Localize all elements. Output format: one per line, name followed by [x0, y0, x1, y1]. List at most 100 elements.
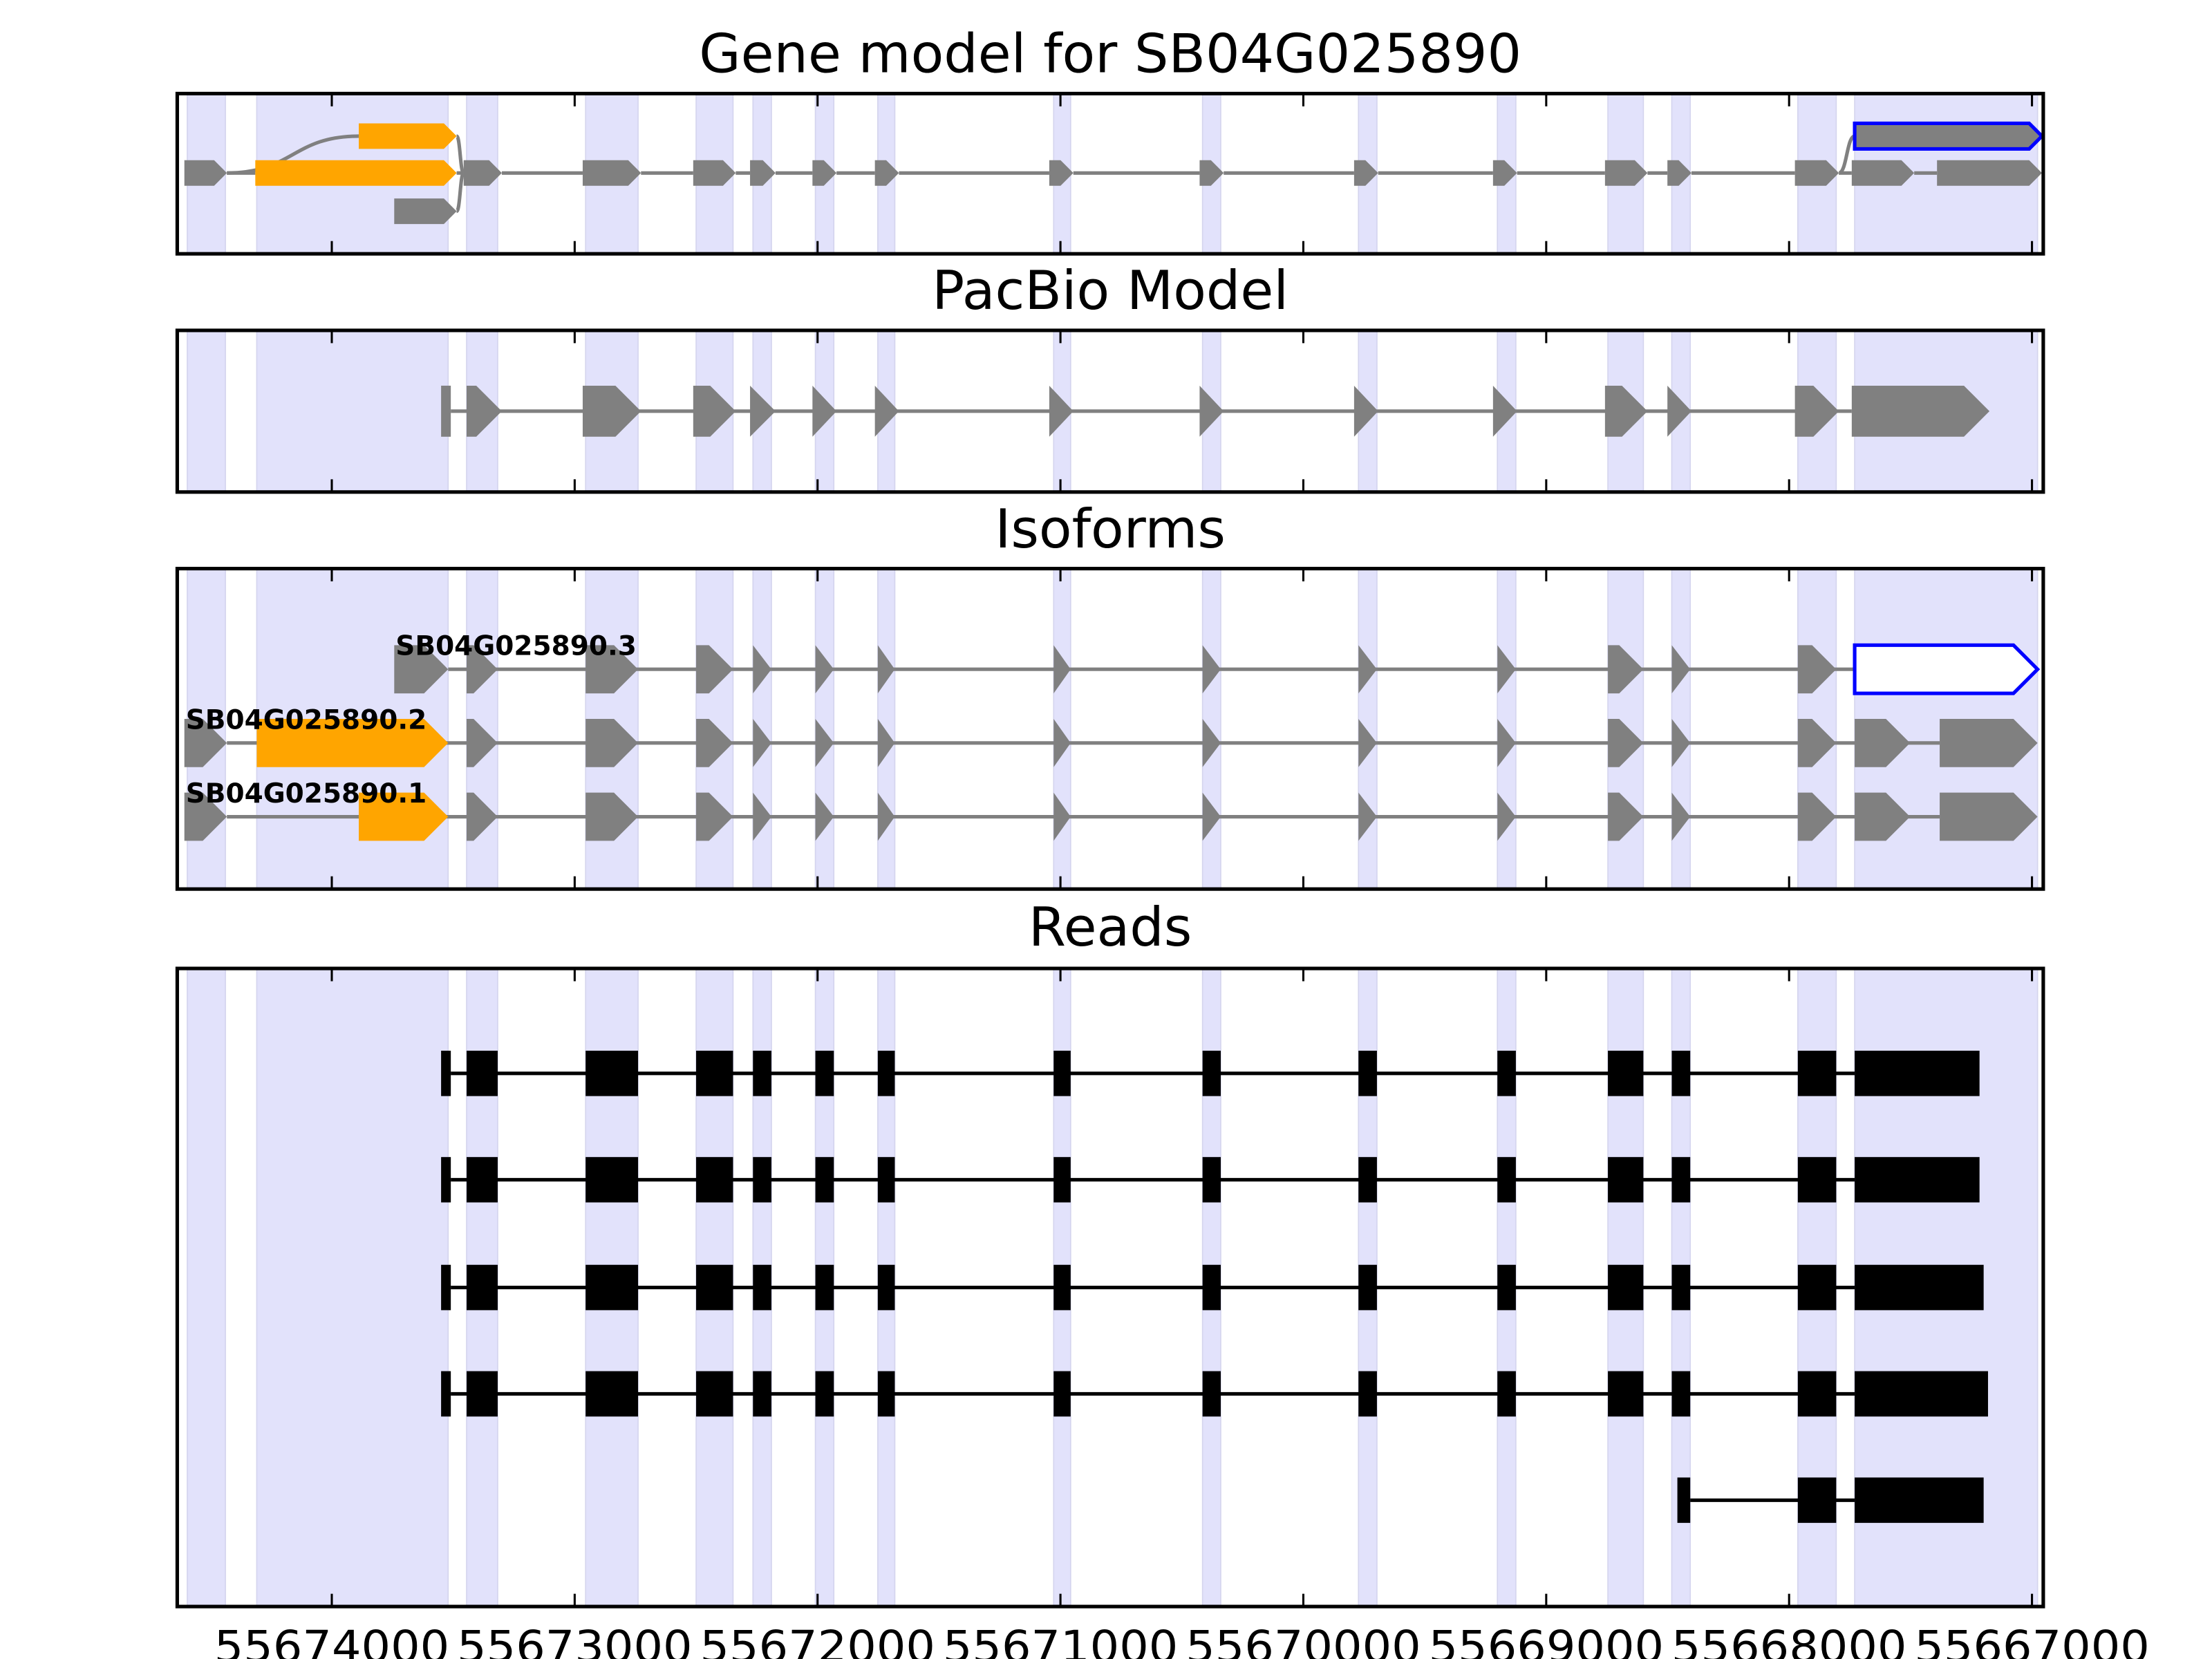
- read-block: [1855, 1051, 1980, 1096]
- exon: [696, 792, 733, 841]
- exon: [1053, 792, 1071, 841]
- x-tick-label: 55672000: [700, 1621, 935, 1659]
- x-tick-label: 55667000: [1914, 1621, 2150, 1659]
- read-block: [753, 1371, 771, 1417]
- read-block: [1797, 1477, 1837, 1524]
- exon: [1797, 792, 1837, 841]
- read-block: [753, 1051, 771, 1096]
- read-block: [1855, 1371, 1988, 1417]
- read-block: [585, 1051, 639, 1096]
- x-tick-label: 55674000: [214, 1621, 450, 1659]
- read-block: [1671, 1371, 1691, 1417]
- exon: [1199, 385, 1224, 437]
- x-tick-label: 55671000: [943, 1621, 1179, 1659]
- exon: [1608, 719, 1644, 767]
- exon: [753, 792, 771, 841]
- read-block: [1202, 1156, 1221, 1203]
- exon: [467, 719, 498, 767]
- exon: [1608, 645, 1644, 694]
- read-block: [877, 1051, 895, 1096]
- read-block: [1797, 1156, 1837, 1203]
- read-block: [1053, 1264, 1071, 1311]
- exon: [815, 792, 834, 841]
- exon: [1604, 385, 1648, 437]
- exon: [1604, 160, 1648, 186]
- read-block: [1358, 1264, 1377, 1311]
- read-block: [1053, 1371, 1071, 1417]
- exon: [750, 385, 776, 437]
- exon: [467, 792, 498, 841]
- exon: [1049, 160, 1074, 186]
- exon: [585, 645, 639, 694]
- read-block: [877, 1156, 895, 1203]
- x-tick-label: 55669000: [1429, 1621, 1665, 1659]
- exon: [1497, 792, 1516, 841]
- exon: [1671, 792, 1691, 841]
- read-block: [585, 1156, 639, 1203]
- exon: [1851, 385, 1990, 437]
- read-block: [696, 1371, 733, 1417]
- panel-frame: [175, 91, 2045, 256]
- read-block: [877, 1264, 895, 1311]
- panel-frame: [175, 966, 2045, 1609]
- exon: [874, 385, 899, 437]
- read-block: [1497, 1156, 1516, 1203]
- read-block: [815, 1264, 834, 1311]
- exon: [1202, 792, 1221, 841]
- exon: [1049, 385, 1074, 437]
- read-block: [1855, 1156, 1980, 1203]
- read-block: [441, 1051, 451, 1096]
- intron-edge: [455, 134, 466, 175]
- exon: [815, 719, 834, 767]
- read-block: [753, 1156, 771, 1203]
- panel-title: PacBio Model: [932, 260, 1288, 322]
- read-block: [1497, 1264, 1516, 1311]
- exon: [1855, 792, 1911, 841]
- read-block: [1671, 1051, 1691, 1096]
- exon: [1797, 719, 1837, 767]
- read-block: [441, 1264, 451, 1311]
- exon: [1492, 160, 1517, 186]
- exon: [693, 385, 736, 437]
- exon: [1667, 160, 1691, 186]
- exon: [1853, 121, 2045, 151]
- x-tick-label: 55668000: [1671, 1621, 1907, 1659]
- exon: [1497, 645, 1516, 694]
- exon: [753, 645, 771, 694]
- read-block: [1053, 1051, 1071, 1096]
- panel-title: Reads: [1029, 897, 1192, 959]
- read-block: [1608, 1051, 1644, 1096]
- exon: [1853, 643, 2041, 695]
- shaded-exon-region: [187, 330, 226, 493]
- exon: [1202, 645, 1221, 694]
- read-block: [1358, 1371, 1377, 1417]
- read-block: [585, 1264, 639, 1311]
- exon: [394, 198, 457, 225]
- exon: [1937, 160, 2042, 186]
- exon: [1940, 792, 2038, 841]
- isoform-label: SB04G025890.2: [186, 704, 427, 735]
- exon: [1492, 385, 1517, 437]
- exon: [1851, 160, 1915, 186]
- intron-edge: [227, 134, 359, 175]
- exon: [441, 385, 451, 437]
- read-block: [877, 1371, 895, 1417]
- read-block: [1671, 1264, 1691, 1311]
- read-block: [1797, 1371, 1837, 1417]
- read-block: [441, 1156, 451, 1203]
- exon: [877, 645, 895, 694]
- exon: [1358, 719, 1377, 767]
- exon: [582, 385, 641, 437]
- exon: [877, 792, 895, 841]
- read-block: [1202, 1264, 1221, 1311]
- shaded-exon-region: [256, 968, 449, 1607]
- exon: [1940, 719, 2038, 767]
- exon: [696, 645, 733, 694]
- exon: [750, 160, 776, 186]
- read-block: [467, 1264, 498, 1311]
- exon: [1797, 645, 1837, 694]
- exon: [753, 719, 771, 767]
- panel-title: Gene model for SB04G025890: [699, 24, 1521, 86]
- read-block: [1358, 1156, 1377, 1203]
